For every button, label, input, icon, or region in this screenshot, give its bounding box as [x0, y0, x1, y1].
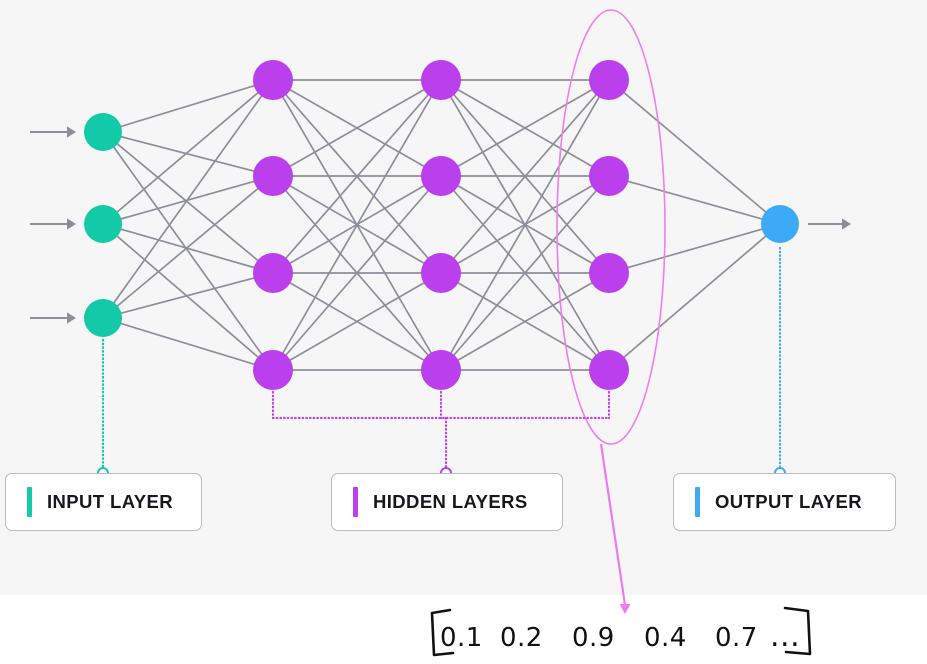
- node-hidden-1: [253, 253, 293, 293]
- edge: [272, 79, 442, 274]
- edge: [440, 79, 610, 371]
- node-hidden-1: [253, 156, 293, 196]
- vector-value: 0.9: [572, 623, 615, 653]
- edge: [102, 272, 274, 319]
- vector-value: 0.2: [500, 623, 543, 653]
- highlight-arrow-shaft: [599, 443, 627, 606]
- edge: [102, 223, 274, 371]
- node-hidden-2: [421, 350, 461, 390]
- legend-accent-bar-hidden: [353, 487, 358, 517]
- node-input: [84, 299, 122, 337]
- edge: [102, 131, 274, 274]
- legend-label-input-layer: INPUT LAYER: [47, 491, 174, 512]
- node-hidden-3: [589, 253, 629, 293]
- edge: [440, 79, 610, 274]
- edge: [102, 223, 274, 274]
- vector-close-bracket: [783, 606, 812, 656]
- arrow-head: [842, 218, 851, 230]
- edge: [608, 223, 781, 274]
- arrow-head: [67, 312, 76, 324]
- nodes-group: [84, 60, 799, 390]
- arrow-head: [67, 126, 76, 138]
- node-hidden-2: [421, 156, 461, 196]
- flow-arrow: [808, 218, 851, 230]
- edge: [102, 131, 274, 371]
- edge: [102, 317, 274, 371]
- vector-value: 0.4: [644, 623, 687, 653]
- legend-label-hidden-layers: HIDDEN LAYERS: [373, 491, 528, 512]
- node-output: [761, 205, 799, 243]
- node-hidden-2: [421, 253, 461, 293]
- edge: [440, 79, 610, 177]
- legend-box-input-layer[interactable]: INPUT LAYER: [5, 473, 202, 531]
- vector-open-bracket: [430, 608, 455, 657]
- arrow-head: [67, 218, 76, 230]
- vector-value: 0.1: [440, 623, 483, 653]
- edges-group: [102, 79, 781, 371]
- io-arrows-group: [30, 126, 851, 324]
- node-input: [84, 205, 122, 243]
- edge: [440, 272, 610, 371]
- edge: [102, 131, 274, 177]
- legend-box-hidden-layers[interactable]: HIDDEN LAYERS: [331, 473, 563, 531]
- node-input: [84, 113, 122, 151]
- legend-box-output-layer[interactable]: OUTPUT LAYER: [673, 473, 896, 531]
- node-hidden-1: [253, 60, 293, 100]
- edge: [608, 79, 781, 225]
- last-hidden-layer-highlight: [556, 9, 666, 614]
- node-hidden-3: [589, 156, 629, 196]
- legend-accent-bar-output: [695, 487, 700, 517]
- edge: [272, 272, 442, 371]
- edge: [102, 175, 274, 319]
- vector-group: 0.1 0.2 0.9 0.4 0.7...: [430, 606, 812, 657]
- edge: [608, 175, 781, 225]
- edge: [608, 223, 781, 371]
- node-hidden-2: [421, 60, 461, 100]
- edge: [102, 79, 274, 133]
- activation-vector: 0.1 0.2 0.9 0.4 0.7...: [430, 606, 812, 657]
- node-hidden-1: [253, 350, 293, 390]
- edge: [272, 79, 442, 371]
- highlight-ellipse: [556, 9, 666, 445]
- edge: [440, 175, 610, 371]
- edge: [272, 79, 442, 177]
- flow-arrow: [30, 218, 76, 230]
- flow-arrow: [30, 312, 76, 324]
- edge: [102, 79, 274, 225]
- node-hidden-3: [589, 60, 629, 100]
- flow-arrow: [30, 126, 76, 138]
- node-hidden-3: [589, 350, 629, 390]
- highlight-arrow-head: [619, 604, 631, 614]
- edge: [102, 79, 274, 319]
- vector-value: ...: [770, 619, 800, 654]
- vector-value: 0.7: [715, 623, 758, 653]
- legend-label-output-layer: OUTPUT LAYER: [715, 491, 862, 512]
- legend-accent-bar-input: [27, 487, 32, 517]
- edge: [272, 175, 442, 371]
